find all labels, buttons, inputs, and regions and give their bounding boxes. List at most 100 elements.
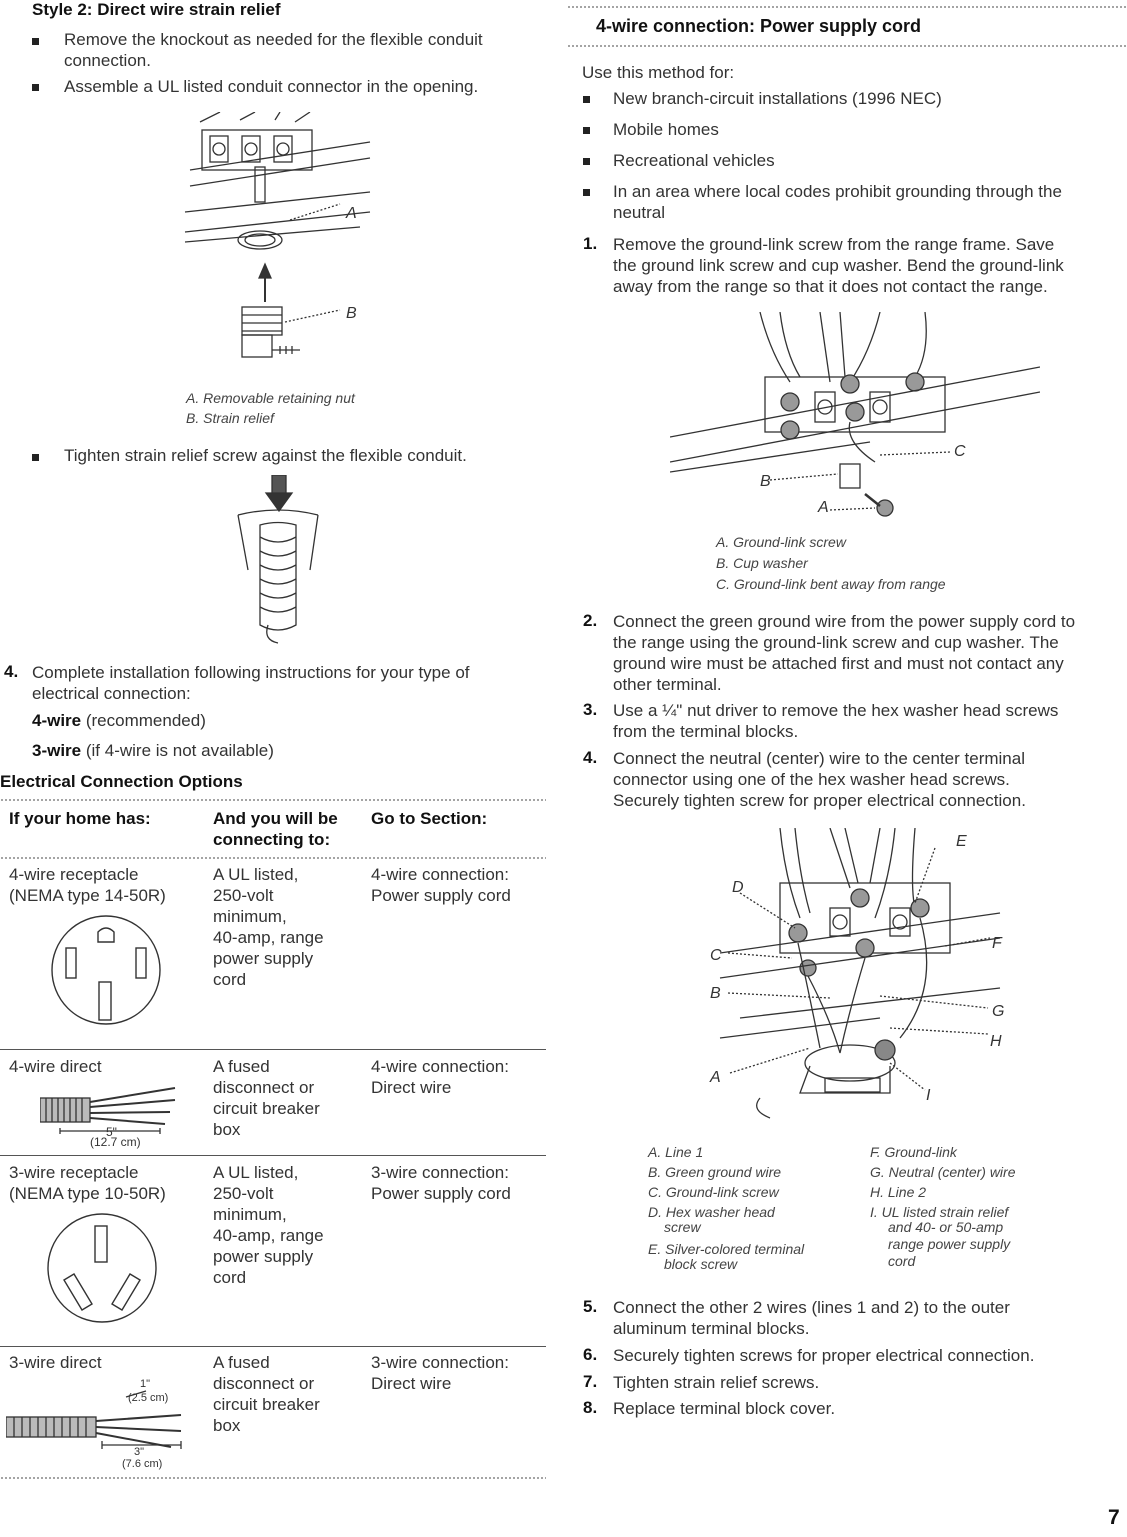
bullet-marker [583,158,590,165]
right-step-4-number: 4. [583,748,598,767]
row2-col1: 4-wire direct [9,1057,102,1076]
style2-heading: Style 2: Direct wire strain relief [32,0,281,19]
fig2-label-a: A [817,499,829,516]
fig3-label-g: G [992,1003,1004,1020]
row3-col2-first: A UL listed, [213,1163,299,1182]
style2-bullet-2: Assemble a UL listed conduit connector i… [64,77,479,96]
fig3-caption-left: A. Line 1 B. Green ground wire C. Ground… [648,1144,805,1272]
table-bottom-rule [0,1476,546,1481]
bullet-marker [583,127,590,134]
row3-col1: 3-wire receptacle(NEMA type 10-50R) [9,1163,166,1203]
fig2-caption-b: B. Cup washer [716,555,808,571]
fig2-label-c: C [954,443,966,460]
row4-col1: 3-wire direct [9,1353,102,1372]
row4-dim-1-cm: (2.5 cm) [128,1392,168,1404]
method-intro: Use this method for: [582,63,735,82]
row4-dim-3-cm: (7.6 cm) [122,1458,162,1470]
section-heading: 4-wire connection: Power supply cord [596,16,922,36]
bullet-marker [32,84,39,91]
row-divider [0,1155,546,1156]
left-step-4-number: 4. [4,662,19,681]
fig3-label-e: E [956,833,967,850]
right-step-1-text: Remove the ground-link screw from the ra… [613,235,1064,296]
right-step-7-number: 7. [583,1372,598,1391]
conduit-connector-diagram: A B [184,112,371,358]
style2-bullet-1-cont: connection. [64,51,151,70]
row2-dim-inch: 5" [106,1125,117,1139]
right-step-2-text: Connect the green ground wire from the p… [613,612,1076,694]
row1-col1: 4-wire receptacle(NEMA type 14-50R) [9,865,166,905]
right-step-5-text: Connect the other 2 wires (lines 1 and 2… [613,1298,1010,1338]
option-4-wire: 4-wire (recommended) [32,711,206,730]
table-header-connecting-cont: connecting to: [213,830,331,849]
fig3-caption-right: F. Ground-link G. Neutral (center) wire … [870,1144,1016,1269]
fig2-caption-a: A. Ground-link screw [716,534,846,550]
row4-dim-3-inch: 3" [134,1446,144,1458]
fig3-label-b: B [710,985,721,1002]
style2-bullet-1: Remove the knockout as needed for the fl… [64,30,483,49]
ground-link-diagram: C B A [670,312,1040,517]
receptacle-14-50r-icon [51,915,161,1025]
option-3-wire: 3-wire (if 4-wire is not available) [32,741,274,760]
table-header-section: Go to Section: [371,809,488,828]
receptacle-10-50r-icon [47,1213,157,1323]
row4-dim-1-inch: 1" [140,1378,150,1390]
bullet-marker [583,189,590,196]
right-step-3-number: 3. [583,700,598,719]
tighten-bullet: Tighten strain relief screw against the … [64,446,467,465]
right-step-3-text: Use a ¼" nut driver to remove the hex wa… [613,701,1059,741]
flexible-conduit-diagram [237,475,319,644]
fig3-label-i: I [926,1087,931,1104]
method-bullet-4: In an area where local codes prohibit gr… [613,182,1062,201]
right-step-6-text: Securely tighten screws for proper elect… [613,1346,1035,1365]
fig3-label-a: A [709,1069,721,1086]
right-step-2-number: 2. [583,611,598,630]
right-step-4-text: Connect the neutral (center) wire to the… [613,749,1026,810]
right-step-8-text: Replace terminal block cover. [613,1399,836,1418]
fig1-caption-b: B. Strain relief [186,410,274,426]
row4-col3: 3-wire connection:Direct wire [371,1353,509,1393]
table-title: Electrical Connection Options [0,772,243,791]
right-step-8-number: 8. [583,1398,598,1417]
fig3-label-h: H [990,1033,1002,1050]
fig1-label-b: B [346,305,357,322]
row-divider [0,1346,546,1347]
right-top-rule [567,5,1127,10]
bullet-marker [32,454,39,461]
row2-dim-cm: (12.7 cm) [90,1135,141,1149]
bullet-marker [32,38,39,45]
fig3-label-d: D [732,879,744,896]
left-step-4-line-2: electrical connection: [32,684,191,703]
fig1-label-a: A [345,205,357,222]
fig3-label-c: C [710,947,722,964]
page-number: 7 [1108,1506,1120,1529]
row1-col3: 4-wire connection:Power supply cord [371,865,511,905]
right-step-7-text: Tighten strain relief screws. [613,1373,820,1392]
method-bullet-3: Recreational vehicles [613,151,775,170]
three-wire-direct-cable-icon: 1" (2.5 cm) 3" (7.6 cm) [6,1378,182,1470]
method-bullet-4-cont: neutral [613,203,665,222]
right-step-6-number: 6. [583,1345,598,1364]
table-header-home: If your home has: [9,809,151,828]
right-step-1-number: 1. [583,234,598,253]
table-header-rule [0,856,546,861]
row2-col3: 4-wire connection:Direct wire [371,1057,509,1097]
method-bullet-1: New branch-circuit installations (1996 N… [613,89,942,108]
right-step-5-number: 5. [583,1297,598,1316]
fig1-caption-a: A. Removable retaining nut [186,390,355,406]
table-header-connecting: And you will be [213,809,338,828]
method-bullet-2: Mobile homes [613,120,719,139]
left-step-4-line-1: Complete installation following instruct… [32,663,470,682]
fig3-label-f: F [992,935,1003,952]
four-wire-direct-cable-icon: 5" (12.7 cm) [40,1087,176,1149]
bullet-marker [583,96,590,103]
fig2-label-b: B [760,473,771,490]
right-heading-rule [567,44,1127,49]
row3-col3: 3-wire connection:Power supply cord [371,1163,511,1203]
table-top-rule [0,798,546,803]
fig2-caption-c: C. Ground-link bent away from range [716,576,946,592]
